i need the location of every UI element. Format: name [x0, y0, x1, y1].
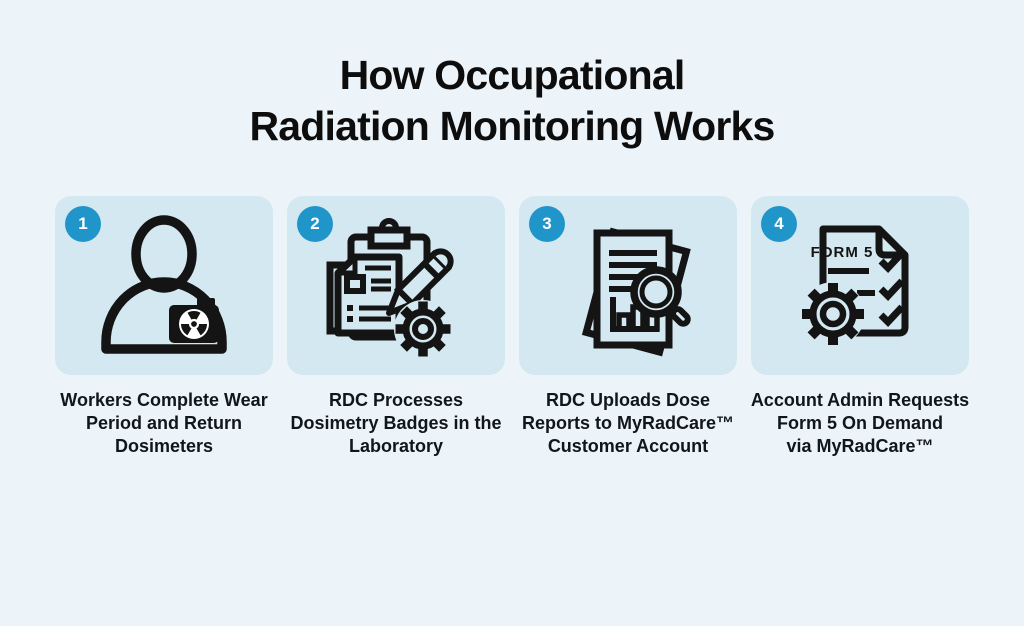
form5-document-gear-icon: FORM 5 [801, 225, 909, 346]
caption-line: Laboratory [348, 436, 444, 456]
caption-line: Period and Return [85, 413, 242, 433]
step-2-card: 2 [287, 196, 505, 375]
step-2-caption: RDC Processes Dosimetry Badges in the La… [290, 389, 501, 458]
step-3-card: 3 [519, 196, 737, 375]
caption-line: Customer Account [547, 436, 709, 456]
step-4-card: 4 FORM 5 [751, 196, 969, 375]
caption-line: Form 5 On Demand [776, 413, 943, 433]
step-2-number-badge: 2 [297, 206, 333, 242]
caption-line: Account Admin Requests [750, 390, 970, 410]
step-3-number-badge: 3 [529, 206, 565, 242]
caption-line: Workers Complete Wear [60, 390, 268, 410]
dose-report-magnifier-icon [581, 227, 691, 356]
worker-dosimeter-icon [101, 214, 227, 354]
step-1-card: 1 [55, 196, 273, 375]
form5-label: FORM 5 [811, 244, 874, 261]
step-4-caption: Account Admin Requests Form 5 On Demand … [751, 389, 969, 458]
step-1: 1 Workers Complete Wear Period and Retur… [55, 196, 273, 458]
caption-line: Reports to MyRadCare™ [521, 413, 735, 433]
step-4: 4 FORM 5 [751, 196, 969, 458]
caption-line: RDC Uploads Dose [545, 390, 710, 410]
step-3-caption: RDC Uploads Dose Reports to MyRadCare™ C… [522, 389, 734, 458]
clipboard-pencil-gear-icon [326, 217, 454, 358]
caption-line: Dosimeters [114, 436, 214, 456]
caption-line: RDC Processes [328, 390, 464, 410]
steps-row: 1 Workers Complete Wear Period and Retur… [0, 196, 1024, 458]
page-title-line1: How Occupational [339, 52, 686, 98]
page-title: How Occupational Radiation Monitoring Wo… [0, 50, 1024, 152]
step-2: 2 [287, 196, 505, 458]
page-title-line2: Radiation Monitoring Works [249, 103, 775, 149]
caption-line: via MyRadCare™ [786, 436, 934, 456]
step-1-number-badge: 1 [65, 206, 101, 242]
caption-line: Dosimetry Badges in the [290, 413, 502, 433]
step-4-number-badge: 4 [761, 206, 797, 242]
step-1-caption: Workers Complete Wear Period and Return … [60, 389, 267, 458]
step-3: 3 RDC Uploads [519, 196, 737, 458]
